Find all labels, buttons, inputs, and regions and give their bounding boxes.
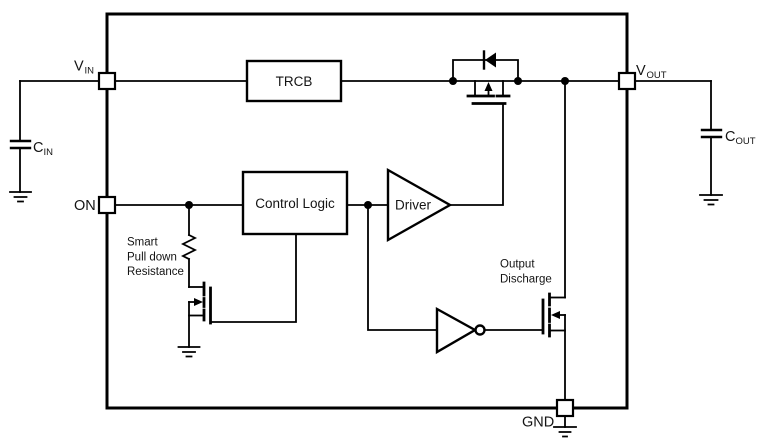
output-capacitor bbox=[699, 128, 723, 206]
gnd-label: GND bbox=[522, 415, 554, 431]
driver-label: Driver bbox=[395, 198, 432, 213]
gnd-pin bbox=[555, 398, 575, 418]
vin-pin bbox=[97, 71, 117, 91]
driver-to-gate-wire bbox=[449, 103, 504, 206]
vout-pin bbox=[617, 71, 637, 91]
driver-node-to-inverter-wire bbox=[367, 204, 438, 331]
on-label: ON bbox=[74, 198, 96, 214]
ground-icon bbox=[553, 426, 577, 438]
pmos-stubs bbox=[474, 80, 504, 96]
junction-dots bbox=[185, 77, 569, 209]
cin-label-sub: IN bbox=[44, 147, 54, 158]
diode-icon bbox=[485, 52, 496, 68]
pmos-body-arrow bbox=[484, 82, 493, 91]
buffer-gate-icon bbox=[386, 167, 453, 243]
vin-label: V bbox=[74, 59, 84, 75]
discharge-transistor bbox=[541, 292, 566, 338]
junction-dot bbox=[185, 201, 193, 209]
annotation-line: Output bbox=[500, 259, 535, 271]
output-discharge-annotation: Output Discharge bbox=[500, 259, 552, 286]
trcb-label: TRCB bbox=[276, 74, 313, 89]
ground-icon bbox=[699, 194, 723, 206]
junction-dot bbox=[514, 77, 522, 85]
ic-boundary bbox=[105, 12, 629, 410]
control-logic-label: Control Logic bbox=[255, 196, 335, 211]
junction-dot bbox=[561, 77, 569, 85]
annotation-line: Resistance bbox=[127, 266, 184, 278]
vout-label: V bbox=[636, 63, 646, 79]
control-to-pulldown-gate-wire bbox=[210, 233, 297, 323]
body-diode-loop-wire bbox=[452, 59, 519, 82]
annotation-line: Pull down bbox=[127, 252, 177, 264]
inverter bbox=[435, 306, 544, 355]
input-capacitor bbox=[9, 139, 32, 203]
ground-icon bbox=[177, 346, 201, 358]
control-logic-block bbox=[241, 170, 349, 236]
inverter-bubble bbox=[474, 324, 486, 336]
smart-pulldown-annotation: Smart Pull down Resistance bbox=[127, 237, 184, 279]
nmos-body-arrow bbox=[194, 298, 203, 306]
pass-transistor bbox=[452, 50, 519, 105]
annotation-line: Smart bbox=[127, 237, 158, 249]
wires bbox=[19, 80, 712, 403]
nmos-body-arrow bbox=[551, 311, 560, 319]
ground-icon bbox=[9, 191, 32, 203]
vin-label-sub: IN bbox=[85, 66, 95, 77]
on-pin bbox=[97, 195, 117, 215]
cin-label: C bbox=[33, 140, 43, 156]
pulldown-transistor bbox=[177, 281, 212, 358]
gnd-ground bbox=[553, 415, 577, 438]
inverter-gate-icon bbox=[435, 306, 478, 355]
cout-label: C bbox=[725, 129, 735, 145]
trcb-block bbox=[245, 59, 343, 103]
annotation-line: Discharge bbox=[500, 274, 552, 286]
vout-label-sub: OUT bbox=[647, 70, 667, 81]
pulldown-resistor-branch bbox=[180, 204, 198, 288]
cout-label-sub: OUT bbox=[736, 136, 756, 147]
resistor-icon bbox=[180, 233, 198, 261]
junction-dot bbox=[449, 77, 457, 85]
junction-dot bbox=[364, 201, 372, 209]
